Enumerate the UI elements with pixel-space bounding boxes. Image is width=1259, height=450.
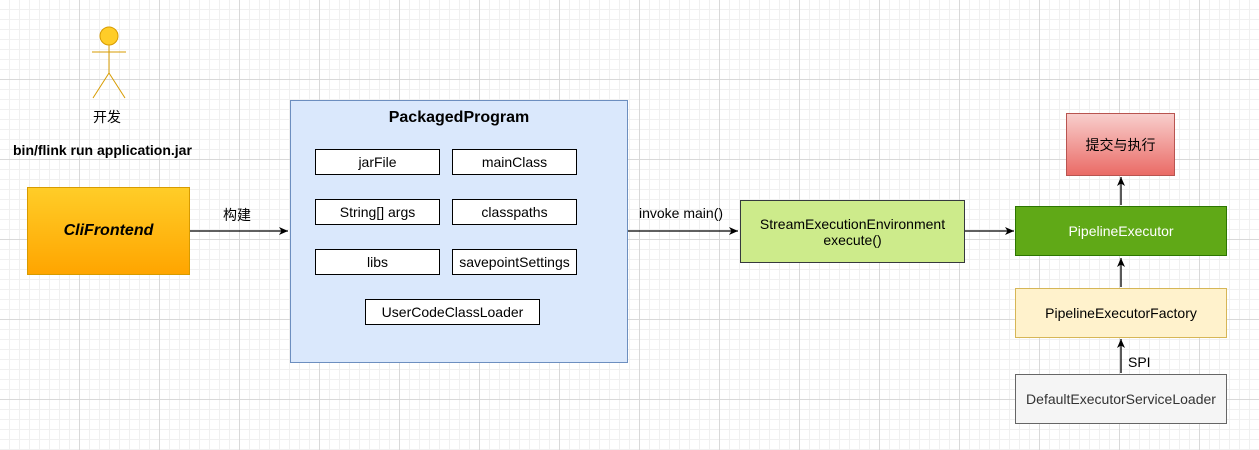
stream-execution-environment-box[interactable]: StreamExecutionEnvironment execute()	[740, 200, 965, 263]
edge-build-label: 构建	[223, 207, 251, 223]
edge-invoke-label: invoke main()	[639, 205, 724, 221]
field-mainclass[interactable]: mainClass	[452, 149, 577, 175]
pipeline-executor-label: PipelineExecutor	[1068, 223, 1174, 239]
command-label: bin/flink run application.jar	[13, 142, 192, 158]
actor-label: 开发	[93, 109, 121, 125]
field-savepoint-settings[interactable]: savepointSettings	[452, 249, 577, 275]
field-jarfile[interactable]: jarFile	[315, 149, 440, 175]
cli-frontend-box[interactable]: CliFrontend	[27, 187, 190, 275]
field-libs[interactable]: libs	[315, 249, 440, 275]
packaged-program-title: PackagedProgram	[388, 109, 530, 126]
stream-env-line2: execute()	[823, 231, 882, 248]
pipeline-executor-factory-label: PipelineExecutorFactory	[1045, 305, 1197, 321]
actor-figure-icon	[92, 26, 126, 99]
default-executor-service-loader-box[interactable]: DefaultExecutorServiceLoader	[1015, 374, 1227, 424]
stream-env-line1: StreamExecutionEnvironment	[759, 215, 946, 232]
pipeline-executor-box[interactable]: PipelineExecutor	[1015, 206, 1227, 256]
field-classpaths[interactable]: classpaths	[452, 199, 577, 225]
edge-spi-label: SPI	[1128, 354, 1151, 370]
submit-execute-label: 提交与执行	[1085, 136, 1156, 153]
field-args[interactable]: String[] args	[315, 199, 440, 225]
submit-execute-box[interactable]: 提交与执行	[1066, 113, 1175, 176]
cli-frontend-label: CliFrontend	[63, 222, 154, 239]
field-user-code-classloader[interactable]: UserCodeClassLoader	[365, 299, 540, 325]
pipeline-executor-factory-box[interactable]: PipelineExecutorFactory	[1015, 288, 1227, 338]
default-executor-service-loader-label: DefaultExecutorServiceLoader	[1026, 391, 1216, 407]
